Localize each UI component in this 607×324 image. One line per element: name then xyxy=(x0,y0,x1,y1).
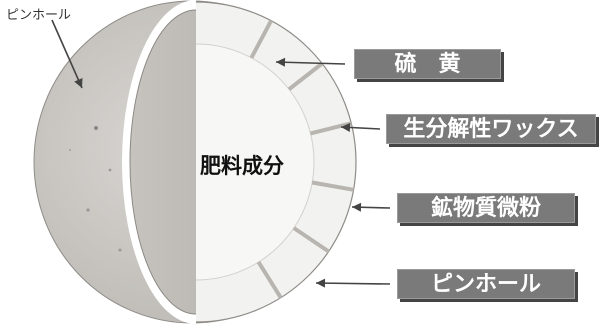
core-label: 肥料成分 xyxy=(200,154,284,178)
coating-dividers xyxy=(249,19,354,299)
coating-divider xyxy=(287,61,324,91)
coating-divider xyxy=(310,121,352,136)
label-mineral-powder: 鉱物質微粉 xyxy=(397,193,575,223)
arrow-biodegradable-wax xyxy=(340,122,381,132)
coating-divider xyxy=(311,180,354,192)
arrow-pinhole xyxy=(315,278,391,288)
arrows xyxy=(51,19,391,288)
label-biodegradable-wax: 生分解性ワックス xyxy=(386,114,596,144)
label-pinhole: ピンホール xyxy=(397,269,575,299)
coating-divider xyxy=(292,226,330,254)
arrow-sulfur xyxy=(275,57,346,67)
cut-face-left xyxy=(129,9,196,315)
arrow-mineral-powder xyxy=(351,202,391,212)
top-left-pinhole-label: ピンホール xyxy=(6,8,72,23)
label-sulfur: 硫 黄 xyxy=(354,49,501,79)
coating-divider xyxy=(249,19,273,59)
coating-divider xyxy=(256,261,283,299)
arrow-top-left-pinhole xyxy=(51,19,83,89)
